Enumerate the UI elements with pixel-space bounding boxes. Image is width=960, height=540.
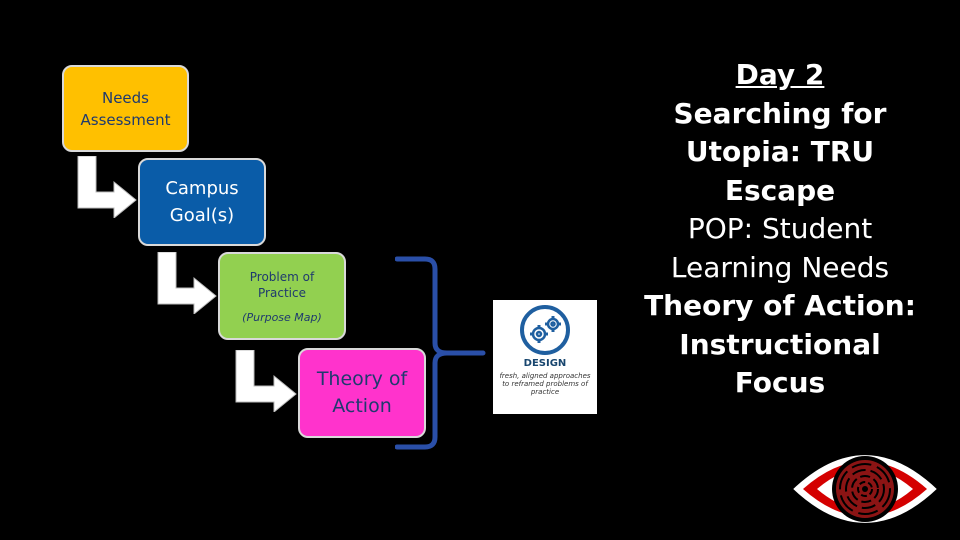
needs-line1: Needs xyxy=(101,88,149,107)
elbow-arrow-1 xyxy=(77,156,137,218)
design-label: DESIGN xyxy=(523,358,567,369)
problem-of-practice-box: Problem of Practice (Purpose Map) xyxy=(218,252,346,340)
problem-line1: Problem of xyxy=(249,269,315,284)
title-line-3: Escape xyxy=(724,173,836,207)
day-label: Day 2 xyxy=(735,58,825,91)
title-line-1: Searching for xyxy=(673,96,887,130)
pop-line-2: Learning Needs xyxy=(670,250,890,284)
toa-line-1: Theory of Action: xyxy=(644,289,916,322)
right-brace xyxy=(395,256,486,450)
toa-line-2: Instructional xyxy=(679,327,881,361)
design-caption: fresh, aligned approaches to reframed pr… xyxy=(499,372,591,396)
theory-line1: Theory of xyxy=(316,368,408,390)
gears-icon xyxy=(520,305,570,355)
campus-goals-box: Campus Goal(s) xyxy=(138,158,266,246)
problem-line2: Practice xyxy=(258,285,306,300)
design-card: DESIGN fresh, aligned approaches to refr… xyxy=(493,300,597,414)
slide-title-block: Day 2 Searching for Utopia: TRU Escape P… xyxy=(632,56,928,403)
title-line-2: Utopia: TRU xyxy=(685,135,875,168)
needs-assessment-box: Needs Assessment xyxy=(62,65,189,152)
theory-of-action-box: Theory of Action xyxy=(298,348,426,438)
campus-line1: Campus xyxy=(165,178,239,199)
elbow-arrow-2 xyxy=(157,252,217,314)
problem-sub: (Purpose Map) xyxy=(242,310,322,324)
theory-line2: Action xyxy=(332,395,392,417)
maze-eye-icon xyxy=(788,452,942,526)
toa-line-3: Focus xyxy=(734,366,826,399)
needs-line2: Assessment xyxy=(80,110,171,129)
campus-line2: Goal(s) xyxy=(169,205,235,226)
pop-line-1: POP: Student xyxy=(687,212,873,245)
elbow-arrow-3 xyxy=(235,350,297,412)
